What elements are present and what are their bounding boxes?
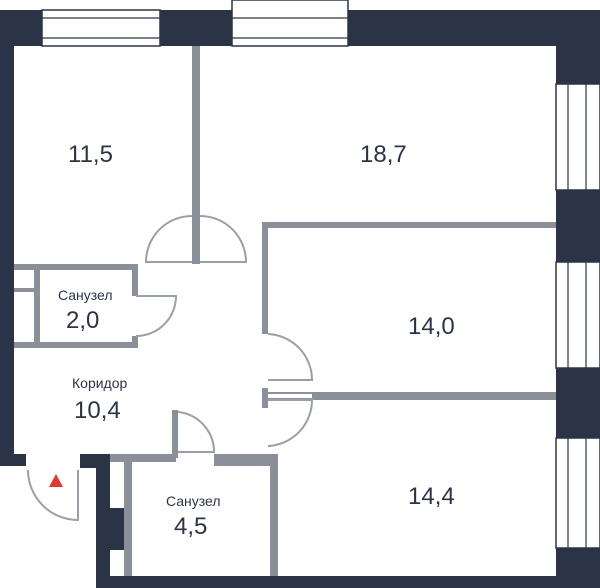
triangle-up-icon [49,474,63,487]
door-arc-room-18-7 [199,215,248,263]
door-arc-room-14-0 [267,333,314,381]
doors [27,215,314,522]
bath1-wall-top [14,264,134,270]
room-name-corridor: Коридор [72,375,128,391]
outer-wall-bottom [96,576,566,588]
bath1-wall-left [34,264,40,348]
bath1-wall-right-top [132,264,138,296]
window-top-left [41,9,161,47]
door-arc-room-14-4 [267,399,314,447]
window-right-3 [555,437,600,549]
wall-between-14 [262,392,556,400]
entrance-jamb-left [0,454,26,466]
wall-between-14-inner [268,392,312,400]
room-name-bathroom-1: Санузел [58,287,113,303]
wall-under-18-7 [262,222,556,228]
window-right-1 [555,83,600,191]
door-arc-entrance [27,469,79,522]
room-name-bathroom-2: Санузел [166,493,221,509]
room-area-top-right: 18,7 [360,141,407,168]
bath2-wall-top-right [214,454,272,466]
bath1-wall-bottom [14,342,134,348]
bath2-wall-left [124,454,132,576]
bath2-wall-top-left [110,454,176,462]
room-labels: 11,5 18,7 Санузел 2,0 14,0 Коридор 10,4 … [58,141,455,540]
bath2-wall-door-stub [172,410,178,458]
window-top-right [231,0,349,47]
entrance-wall-column [96,454,110,588]
door-arc-bathroom-1 [135,295,178,337]
wall-top-divider [192,46,200,264]
windows [41,0,600,549]
wall-between-14-line [268,392,312,394]
door-arc-room-11-5 [144,215,193,263]
room-area-bathroom-2: 4,5 [174,513,207,540]
wall-left-14-0 [262,222,268,334]
bath1-wall-right-bottom [132,336,138,348]
room-area-bathroom-1: 2,0 [66,307,99,334]
bath1-shaft-line [14,288,36,292]
room-area-corridor: 10,4 [74,397,121,424]
inner-walls [14,46,556,576]
room-area-top-left: 11,5 [68,141,113,168]
bath2-wall-right [270,454,278,576]
room-area-bottom-right: 14,4 [408,483,455,510]
outer-wall-left [0,10,14,466]
room-area-middle-right: 14,0 [408,313,455,340]
door-arc-bathroom-2 [177,411,216,453]
window-right-2 [555,261,600,369]
